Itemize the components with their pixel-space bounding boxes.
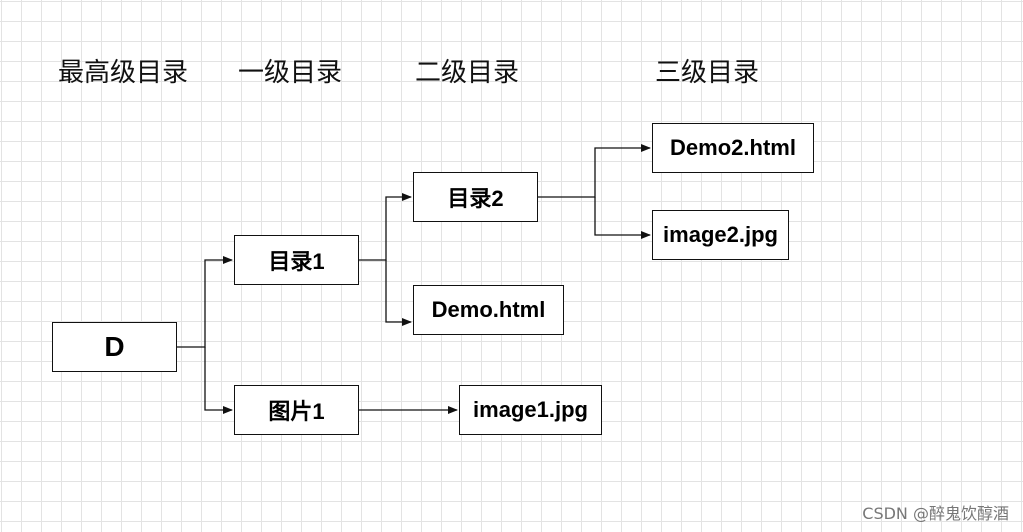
- edge-dir1-to-demo: [385, 260, 412, 326]
- node-pic1: 图片1: [234, 385, 359, 435]
- edge-dir1-to-dir2: [359, 193, 412, 261]
- node-image1-jpg: image1.jpg: [459, 385, 602, 435]
- csdn-watermark: CSDN @醉鬼饮醇酒: [862, 504, 1009, 523]
- heading-level-1: 一级目录: [238, 58, 343, 88]
- edge-root-to-pic1: [204, 347, 233, 414]
- node-dir1: 目录1: [234, 235, 359, 285]
- heading-level-3: 三级目录: [655, 58, 760, 88]
- edge-dir2-to-image2: [594, 197, 651, 239]
- node-root-d: D: [52, 322, 177, 372]
- heading-level-2: 二级目录: [415, 58, 520, 88]
- edge-dir2-to-demo2: [538, 144, 651, 198]
- node-demo2-html: Demo2.html: [652, 123, 814, 173]
- heading-top-level: 最高级目录: [58, 58, 189, 88]
- node-dir2: 目录2: [413, 172, 538, 222]
- edge-root-to-dir1: [177, 256, 233, 348]
- node-image2-jpg: image2.jpg: [652, 210, 789, 260]
- node-demo-html: Demo.html: [413, 285, 564, 335]
